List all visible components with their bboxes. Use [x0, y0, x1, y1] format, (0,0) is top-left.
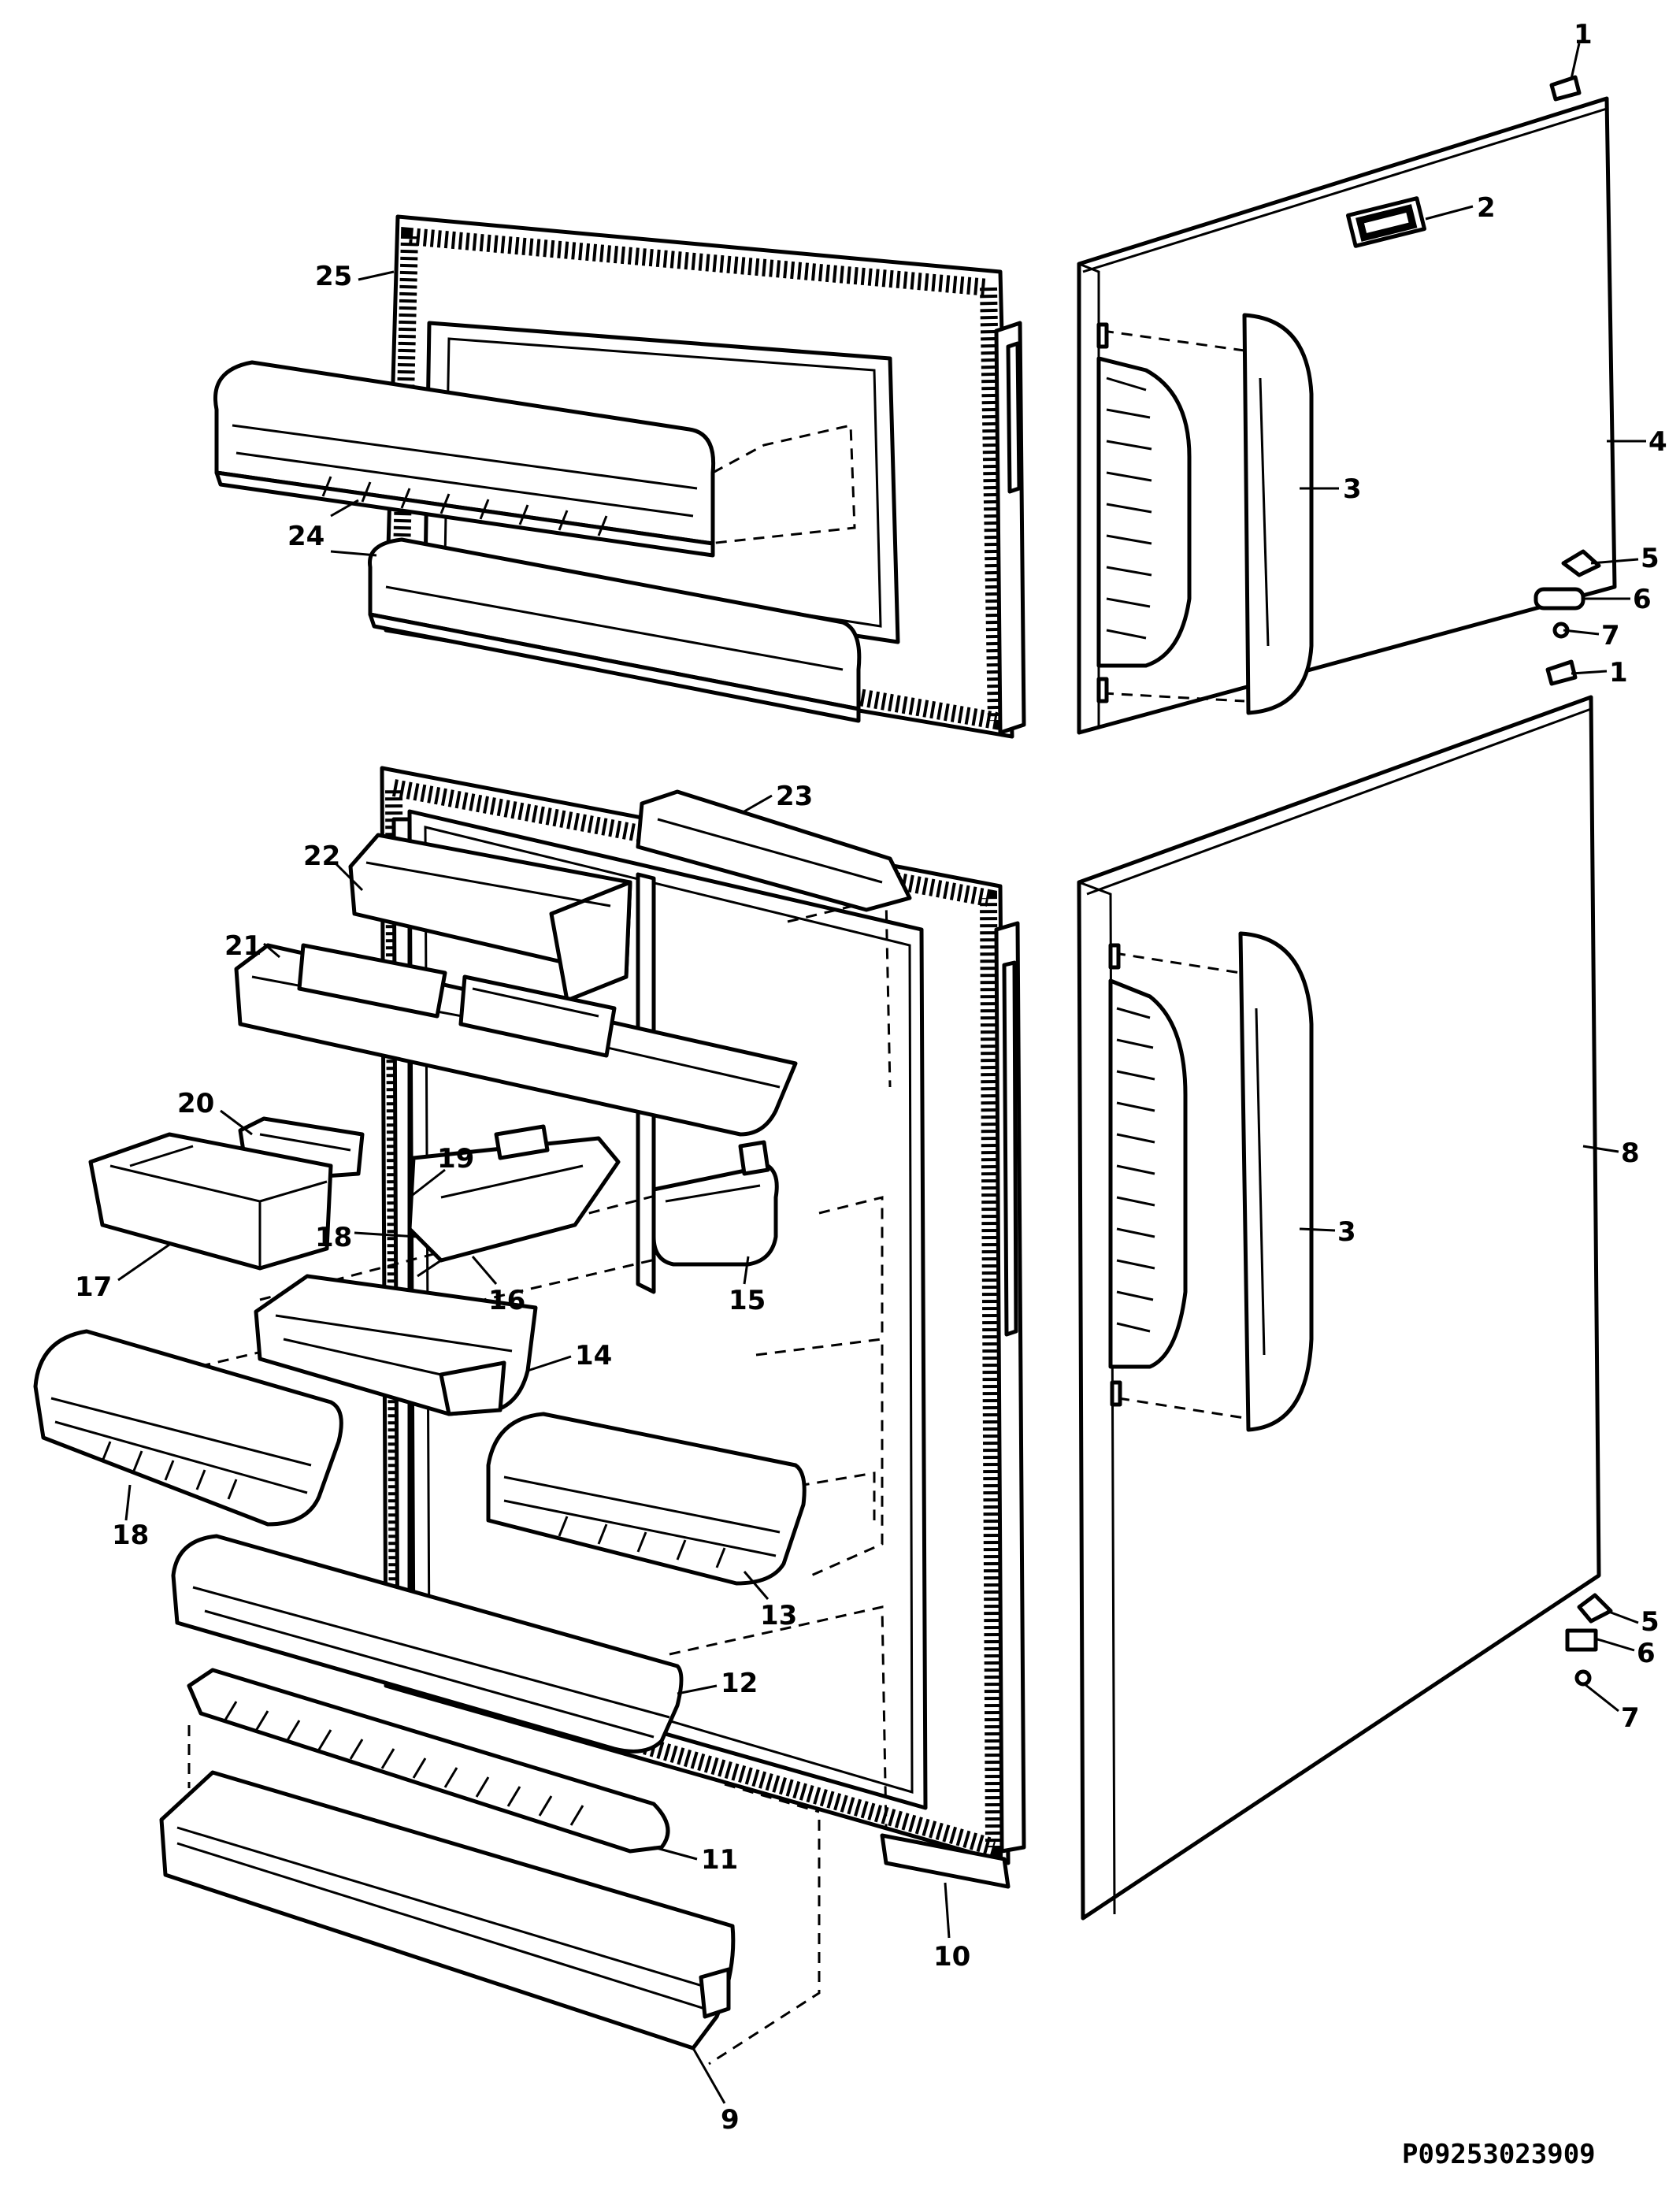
- hinge-set-lower: [1565, 1593, 1613, 1687]
- screw-lower-a: [1108, 943, 1121, 970]
- freezer-door-outer: [1077, 96, 1617, 735]
- callout-11: 11: [701, 1844, 738, 1876]
- bin-ribs-13: [558, 1516, 726, 1568]
- callout-19: 19: [437, 1143, 474, 1175]
- leader-lines: [117, 43, 1646, 2104]
- callout-5-upper: 5: [1641, 543, 1660, 574]
- callout-17: 17: [75, 1271, 112, 1303]
- callout-1-mid: 1: [1609, 657, 1628, 688]
- callout-13: 13: [760, 1600, 797, 1631]
- callout-14: 14: [575, 1340, 612, 1371]
- callout-8: 8: [1621, 1138, 1640, 1169]
- handle-part-3-lower: [1238, 931, 1314, 1432]
- callout-1-top: 1: [1574, 19, 1593, 50]
- part-11-shelf: [187, 1668, 670, 1854]
- handle-grip-ribs-upper: [1106, 377, 1152, 640]
- screw-upper-a: [1096, 322, 1109, 349]
- fridge-door-outer: [1077, 695, 1601, 1921]
- hinge-part-5-upper: [1561, 549, 1601, 577]
- part-14-bin: [254, 1274, 538, 1416]
- callout-6-lower: 6: [1637, 1638, 1656, 1669]
- freezer-door-shelf-upper: [213, 360, 716, 558]
- callout-10: 10: [933, 1941, 970, 1973]
- callout-25: 25: [315, 261, 352, 292]
- handle-recess-lower: [1108, 978, 1188, 1369]
- callout-5-lower: 5: [1641, 1606, 1660, 1638]
- hinge-pin-part-1-mid: [1545, 659, 1578, 686]
- callout-23: 23: [776, 781, 813, 812]
- handle-part-3-upper: [1242, 313, 1314, 715]
- handle-grip-ribs-lower: [1116, 1007, 1155, 1333]
- screw-part-7-lower: [1574, 1669, 1592, 1687]
- part-12-bin: [171, 1534, 684, 1754]
- part-17-box: [88, 1132, 333, 1271]
- callout-7-lower: 7: [1621, 1702, 1640, 1734]
- callout-3-upper: 3: [1343, 473, 1362, 505]
- callout-16: 16: [488, 1285, 525, 1316]
- hinge-part-6-lower: [1565, 1628, 1598, 1652]
- screw-lower-b: [1110, 1380, 1122, 1407]
- callout-18-bin: 18: [112, 1520, 149, 1551]
- hinge-set-upper: [1534, 75, 1601, 686]
- part-13-bin: [486, 1412, 807, 1586]
- part-22-dairy-box: [348, 833, 632, 1003]
- callout-labels: 1 2 3 4 5 6 7 1 8 3 5 6 7 9 10 11 12 13 …: [75, 19, 1667, 2136]
- callout-6-upper: 6: [1633, 584, 1652, 615]
- shelf-ribs-upper: [321, 476, 608, 536]
- callout-24: 24: [287, 521, 325, 552]
- shelf-guide-dashes-freezer: [708, 424, 856, 545]
- freezer-door-shelf-lower: [368, 537, 862, 723]
- callout-20: 20: [177, 1088, 214, 1119]
- callout-9: 9: [721, 2104, 740, 2136]
- callout-12: 12: [721, 1668, 758, 1699]
- part-15-bin: [651, 1140, 779, 1267]
- callout-7-upper: 7: [1601, 620, 1620, 651]
- callout-4: 4: [1648, 426, 1667, 458]
- hinge-part-5-lower: [1577, 1593, 1613, 1624]
- part-18-bin: [33, 1329, 343, 1527]
- part-9-bin: [159, 1770, 736, 2051]
- hinge-pin-part-1-top: [1549, 75, 1582, 102]
- callout-2: 2: [1477, 192, 1496, 224]
- hinge-part-6-upper: [1534, 587, 1585, 611]
- screw-upper-b: [1096, 677, 1109, 703]
- callout-15: 15: [729, 1285, 766, 1316]
- callout-22: 22: [303, 841, 340, 872]
- callout-3-lower: 3: [1337, 1216, 1356, 1248]
- bin-ribs-18: [101, 1441, 238, 1500]
- shelf-ribs-11: [223, 1701, 584, 1826]
- drawing-reference-code: P09253023909: [1402, 2139, 1596, 2170]
- part-16-19-shelf: [407, 1124, 621, 1278]
- callout-21: 21: [224, 930, 261, 962]
- callout-18-small: 18: [315, 1222, 352, 1253]
- handle-recess-upper: [1096, 356, 1192, 668]
- part-21-shelf: [234, 943, 798, 1137]
- part-23-cover: [636, 789, 912, 912]
